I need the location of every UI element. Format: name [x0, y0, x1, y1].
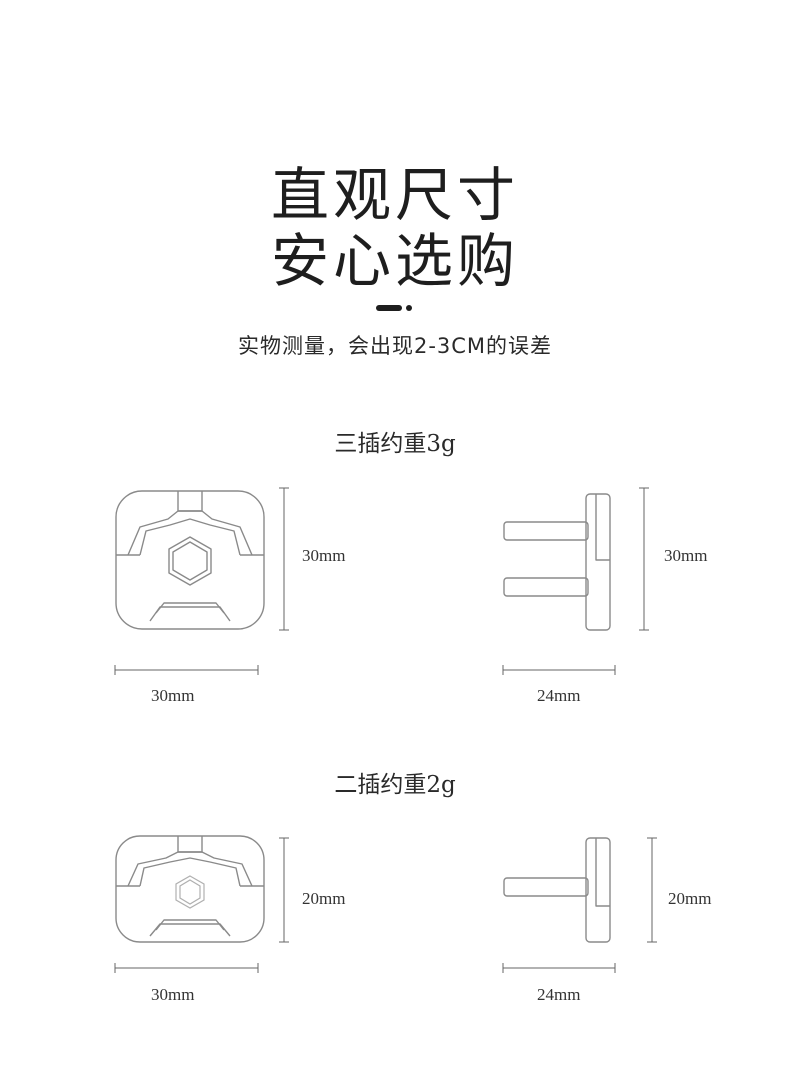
two-prong-front-view	[115, 835, 265, 943]
two-prong-side-height-label: 20mm	[668, 889, 712, 908]
three-prong-side-height-line	[639, 487, 649, 631]
two-prong-front-height-label: 20mm	[302, 889, 346, 908]
three-prong-front-height-label: 30mm	[302, 546, 346, 565]
headline-line-2: 安心选购	[270, 227, 519, 295]
headline-line-1: 直观尺寸	[270, 161, 519, 229]
two-prong-side-width-line	[502, 963, 616, 973]
decorative-dot	[406, 305, 412, 311]
two-prong-side-view	[503, 837, 611, 943]
decorative-bar	[376, 305, 402, 311]
section-title-three-prong: 三插约重3g	[334, 431, 456, 457]
three-prong-side-width-line	[502, 665, 616, 675]
three-prong-front-height-line	[279, 487, 289, 631]
three-prong-side-view	[503, 493, 611, 631]
two-prong-front-width-line	[114, 963, 259, 973]
measurement-note: 实物测量，会出现2-3CM的误差	[237, 334, 553, 358]
three-prong-side-height-label: 30mm	[664, 546, 708, 565]
three-prong-front-width-line	[114, 665, 259, 675]
three-prong-side-width-label: 24mm	[537, 686, 581, 705]
section-title-two-prong: 二插约重2g	[334, 772, 456, 798]
two-prong-side-height-line	[647, 837, 657, 943]
two-prong-front-height-line	[279, 837, 289, 943]
two-prong-front-width-label: 30mm	[151, 985, 195, 1004]
three-prong-front-view	[115, 490, 265, 630]
three-prong-front-width-label: 30mm	[151, 686, 195, 705]
two-prong-side-width-label: 24mm	[537, 985, 581, 1004]
